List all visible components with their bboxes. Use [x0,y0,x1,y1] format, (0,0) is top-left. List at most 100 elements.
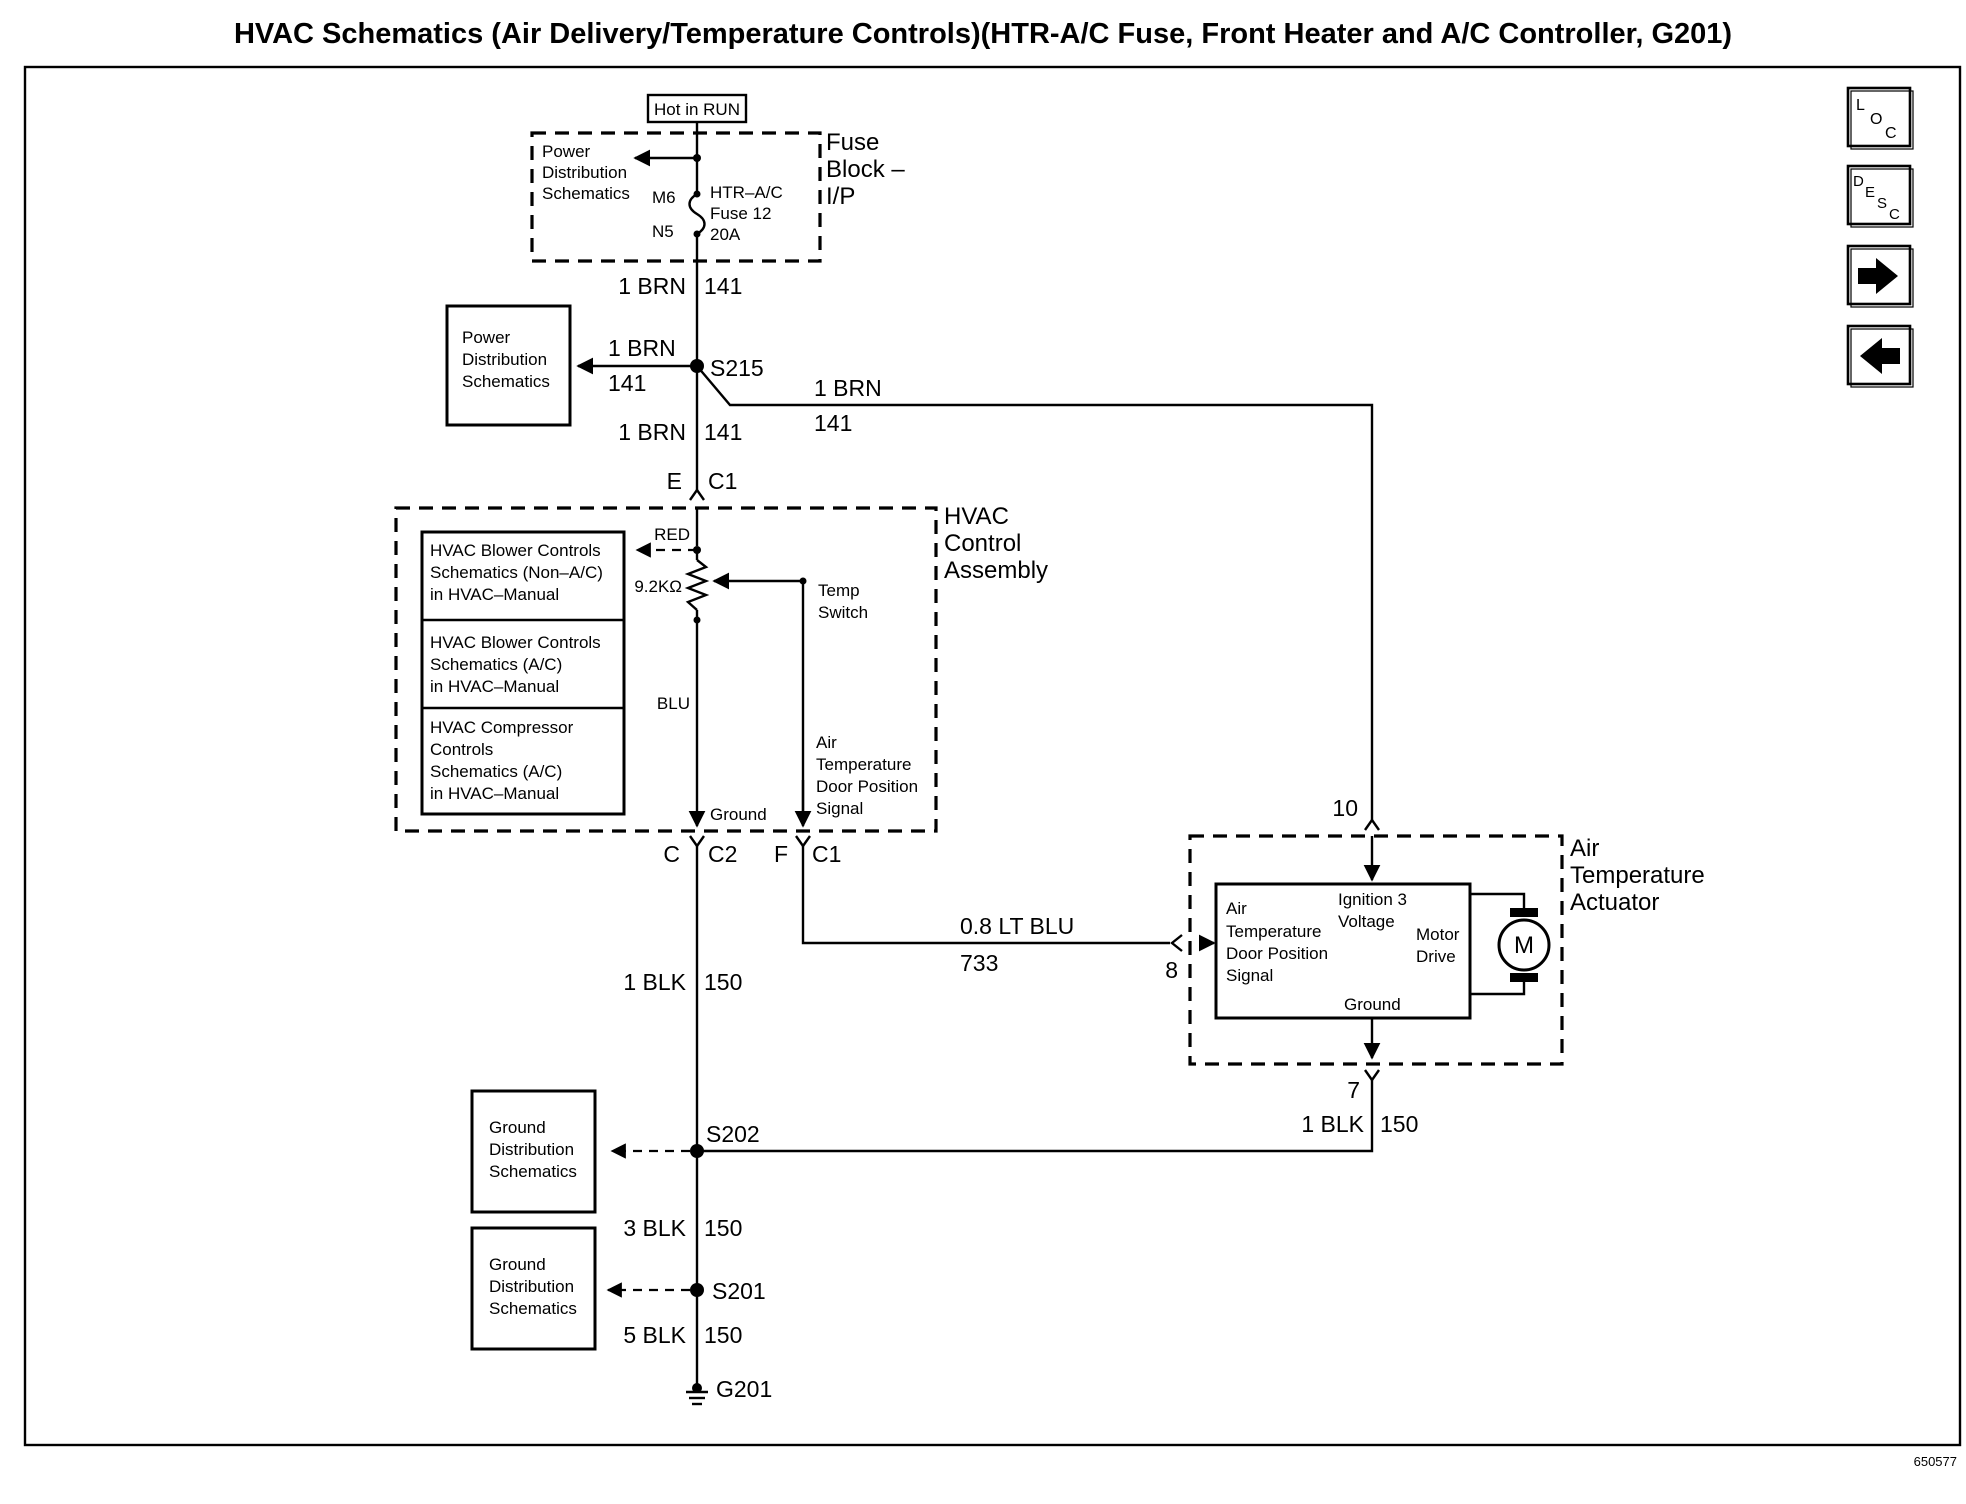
actuator-signal-3: Door Position [1226,944,1328,963]
ground-ref-1-line-1: Ground [489,1118,546,1137]
actuator-ground-label: Ground [1344,995,1401,1014]
ref-3-line-2: Controls [430,740,493,759]
ground-wire-2-circuit: 150 [1380,1111,1418,1137]
ref-compressor-ac[interactable]: HVAC Compressor Controls Schematics (A/C… [430,718,574,803]
loc-letter-3: C [1885,125,1897,142]
hvac-signal-2: Temperature [816,755,911,774]
fuse-symbol [688,192,706,236]
actuator-motor-2: Drive [1416,947,1456,966]
ground-distribution-ref-box-2[interactable] [470,1226,597,1351]
splice-s215-label: S215 [710,355,764,381]
actuator-ign-1: Ignition 3 [1338,890,1407,909]
power-distribution-ref-box[interactable] [445,304,572,427]
hvac-title-1: HVAC [944,503,1009,530]
wire-4-gauge: 1 BRN [618,419,686,445]
desc-letter-4: C [1889,206,1900,223]
ground-ref-1-line-2: Distribution [489,1140,574,1159]
ground-ref-2-line-2: Distribution [489,1277,574,1296]
blu-label: BLU [657,694,690,713]
description-button[interactable]: D E S C [1846,164,1914,228]
wire-4-circuit: 141 [704,419,742,445]
ground-g201-label: G201 [716,1376,772,1402]
actuator-title-2: Temperature [1570,862,1705,889]
fuse-label-1: HTR–A/C [710,183,783,202]
hvac-title-3: Assembly [944,557,1048,584]
actuator-pin-7: 7 [1347,1077,1360,1103]
desc-letter-2: E [1865,184,1875,201]
fuse-label-3: 20A [710,225,741,244]
temp-switch-1: Temp [818,581,860,600]
signal-wire-circuit: 733 [960,950,998,976]
fuse-power-ref-3: Schematics [542,184,630,203]
diagram-id: 650577 [1914,1454,1957,1469]
ref-blower-non-ac[interactable]: HVAC Blower Controls Schematics (Non–A/C… [430,541,603,604]
ref-3-line-3: Schematics (A/C) [430,762,562,781]
resistor-label: 9.2KΩ [634,577,682,596]
ref-2-line-2: Schematics (A/C) [430,655,562,674]
diagram-frame [23,65,1962,1447]
actuator-internal-box [1214,882,1472,1020]
fuse-power-ref-1: Power [542,142,591,161]
actuator-motor-1: Motor [1416,925,1460,944]
splice-s201 [690,1283,704,1297]
ref-3-line-1: HVAC Compressor [430,718,574,737]
ref-1-line-3: in HVAC–Manual [430,585,559,604]
ground-wire-3-circuit: 150 [704,1215,742,1241]
ground-ref-2-line-1: Ground [489,1255,546,1274]
splice-s201-label: S201 [712,1278,766,1304]
fuse-block: Hot in RUN Fuse Block – I/P Power Distri… [530,93,905,263]
hvac-title-2: Control [944,530,1021,557]
ref-1-line-1: HVAC Blower Controls [430,541,601,560]
splice-s202-label: S202 [706,1121,760,1147]
conn-e-conn: C1 [708,468,737,494]
ref-blower-ac[interactable]: HVAC Blower Controls Schematics (A/C) in… [430,633,601,696]
ground-wire-3-gauge: 3 BLK [623,1215,686,1241]
page-title: HVAC Schematics (Air Delivery/Temperatur… [233,18,1733,50]
hot-in-run-label: Hot in RUN [654,100,740,119]
location-button[interactable]: L O C [1846,86,1914,150]
fuse-label-2: Fuse 12 [710,204,771,223]
actuator-ign-2: Voltage [1338,912,1395,931]
right-arrow-icon [1858,258,1898,294]
wire-3-circuit: 141 [814,410,852,436]
motor-symbol [1497,918,1551,972]
ground-wire-1-circuit: 150 [704,969,742,995]
actuator-title-3: Actuator [1570,889,1659,916]
conn-f-conn: C1 [812,841,841,867]
actuator-pin-8: 8 [1165,957,1178,983]
splice-s202 [690,1144,704,1158]
wire-2-gauge: 1 BRN [608,335,676,361]
ref-3-line-4: in HVAC–Manual [430,784,559,803]
desc-letter-1: D [1853,173,1864,190]
wire-2-circuit: 141 [608,370,646,396]
fuse-pin-m6: M6 [652,188,676,207]
ground-distribution-ref-box-1[interactable] [470,1089,597,1214]
ground-symbol-g201 [686,1383,708,1406]
fuse-power-ref-2: Distribution [542,163,627,182]
power-ref-2: Distribution [462,350,547,369]
actuator-pin-10: 10 [1332,795,1358,821]
conn-f-pin: F [774,841,788,867]
previous-page-button[interactable] [1846,324,1914,388]
power-ref-3: Schematics [462,372,550,391]
ref-2-line-3: in HVAC–Manual [430,677,559,696]
hvac-ground-label: Ground [710,805,767,824]
motor-letter: M [1514,932,1534,959]
hvac-control-assembly: HVAC Control Assembly HVAC Blower Contro… [394,503,1048,833]
next-page-button[interactable] [1846,244,1914,308]
fuse-block-title-1: Fuse [826,129,879,156]
fuse-block-title-3: I/P [826,183,855,210]
hvac-signal-4: Signal [816,799,863,818]
signal-wire-gauge: 0.8 LT BLU [960,913,1074,939]
ground-wire-1-gauge: 1 BLK [623,969,686,995]
ref-1-line-2: Schematics (Non–A/C) [430,563,603,582]
power-ref-1: Power [462,328,511,347]
loc-letter-2: O [1870,111,1882,128]
fuse-pin-n5: N5 [652,222,674,241]
hvac-ref-box [420,530,626,816]
temp-switch-2: Switch [818,603,868,622]
ref-2-line-1: HVAC Blower Controls [430,633,601,652]
actuator-signal-2: Temperature [1226,922,1321,941]
ground-ref-1-line-3: Schematics [489,1162,577,1181]
